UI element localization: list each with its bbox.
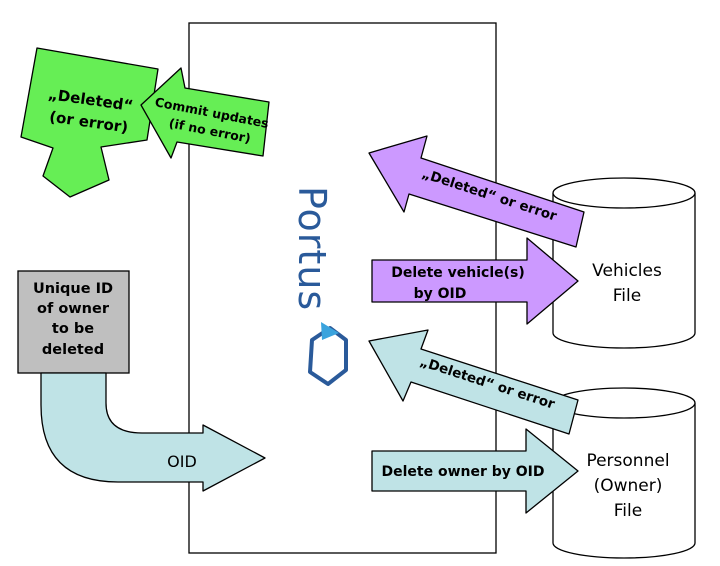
commit-updates-arrow: [140, 67, 270, 159]
delete-vehicle-line2: by OID: [414, 286, 467, 302]
portus-logo-text: Portus: [290, 186, 334, 311]
delete-owner-label: Delete owner by OID: [381, 464, 544, 480]
unique-id-line4: deleted: [42, 342, 104, 358]
oid-arrow-label: OID: [167, 452, 197, 471]
oid-arrow: [40, 372, 266, 492]
personnel-file-line2: (Owner): [594, 476, 663, 496]
personnel-reply-arrow: [368, 329, 579, 435]
delete-vehicle-line1: Delete vehicle(s): [391, 265, 525, 281]
vehicles-file-cylinder: [552, 177, 696, 349]
vehicles-reply-arrow: [368, 135, 585, 248]
vehicles-file-line1: Vehicles: [592, 261, 662, 281]
unique-id-line3: to be: [52, 321, 94, 337]
delete-owner-arrow: [371, 428, 579, 514]
portus-accent-triangle-icon: [321, 322, 339, 340]
delete-vehicle-arrow: [371, 237, 579, 325]
personnel-file-line3: File: [614, 501, 642, 521]
portus-logo: Portus: [290, 186, 348, 386]
unique-id-line1: Unique ID: [33, 281, 113, 297]
personnel-file-cylinder: [552, 387, 696, 559]
personnel-file-line1: Personnel: [586, 451, 669, 471]
vehicles-file-line2: File: [613, 286, 641, 306]
unique-id-line2: of owner: [37, 301, 110, 317]
